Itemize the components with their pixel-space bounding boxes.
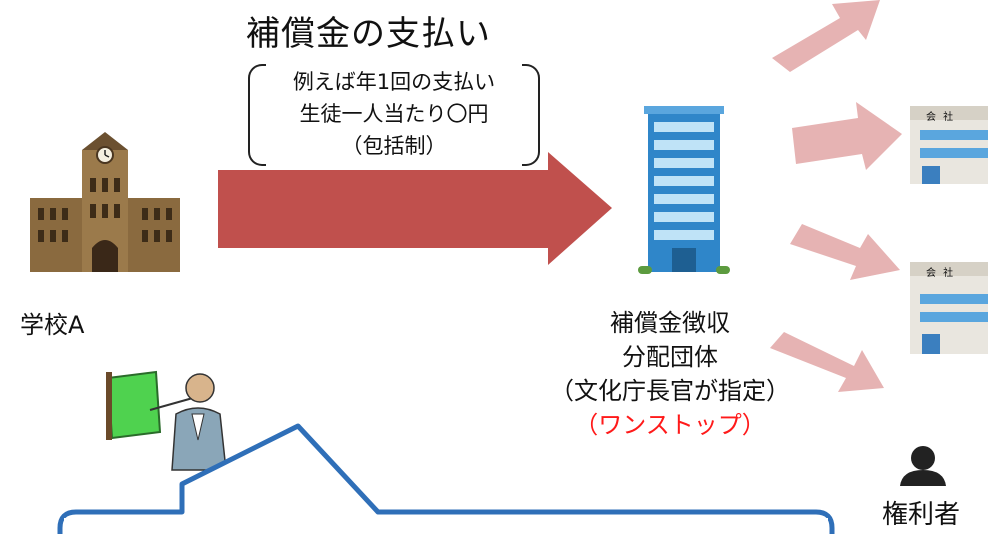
- note-line-1: 例えば年1回の支払い: [292, 70, 496, 94]
- distribution-arrow-company2: [790, 224, 900, 280]
- company-sign-2: 会 社: [926, 268, 956, 279]
- school-building-icon: [30, 132, 180, 272]
- note-line-2: 生徒一人当たり〇円: [299, 102, 489, 126]
- note-paren-left: [248, 64, 266, 166]
- rights-holder-label: 権利者: [882, 500, 961, 530]
- collector-label: 補償金徴収 分配団体 （文化庁長官が指定） （ワンストップ）: [505, 306, 835, 442]
- speech-bubble: [57, 423, 835, 534]
- payment-note: 例えば年1回の支払い 生徒一人当たり〇円 （包括制）: [248, 64, 540, 166]
- payment-title: 補償金の支払い: [246, 14, 491, 54]
- distribution-arrow-company1: [792, 102, 902, 170]
- note-paren-right: [522, 64, 540, 166]
- school-label: 学校A: [20, 311, 85, 339]
- note-line-3: （包括制）: [341, 134, 447, 158]
- one-stop-label: （ワンストップ）: [574, 411, 766, 439]
- teacher-presenting-icon: [106, 370, 227, 471]
- company-sign-1: 会 社: [926, 112, 956, 123]
- distribution-arrow-top: [772, 0, 880, 72]
- company-building-icon-2: [910, 262, 988, 354]
- collector-line-2: 分配団体: [622, 343, 718, 371]
- distribution-arrow-holder: [770, 332, 884, 392]
- office-building-icon: [638, 106, 730, 274]
- collector-line-1: 補償金徴収: [610, 309, 730, 337]
- collector-line-3: （文化庁長官が指定）: [550, 377, 790, 405]
- person-silhouette-icon: [900, 446, 946, 486]
- payment-arrow: [218, 152, 612, 265]
- company-building-icon-1: [910, 106, 988, 184]
